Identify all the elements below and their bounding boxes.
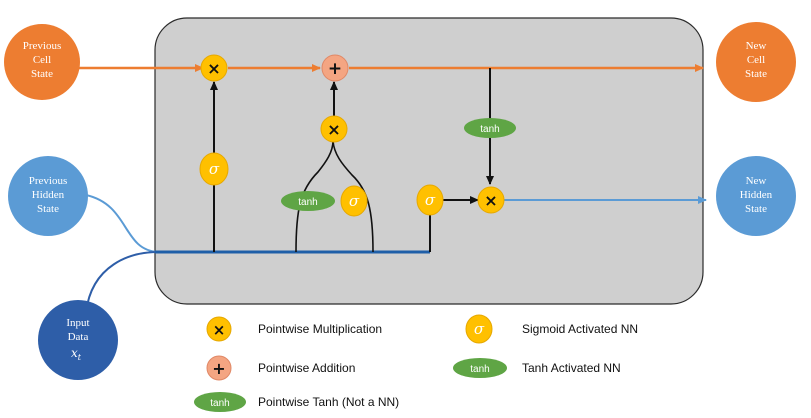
tanh-label: tanh — [210, 398, 229, 409]
new-hidden-state-label-1: New — [746, 175, 767, 187]
output-sigma-gate: σ — [416, 184, 444, 216]
new-hidden-state-node: New Hidden State — [716, 156, 796, 236]
new-hidden-state-label-3: State — [745, 203, 767, 215]
input-tanh-gate: tanh — [281, 191, 335, 211]
sigma-symbol: σ — [425, 191, 436, 209]
forget-sigma-gate: σ — [199, 152, 229, 186]
new-cell-state-label-3: State — [745, 68, 767, 80]
cell-add-op: + — [321, 54, 349, 82]
new-cell-state-node: New Cell State — [716, 22, 796, 102]
input-data-symbol: xt — [71, 346, 82, 362]
tanh-label: tanh — [480, 124, 499, 135]
legend-sigmoid: σ Sigmoid Activated NN — [465, 314, 638, 344]
legend-addition-label: Pointwise Addition — [258, 361, 355, 375]
input-multiply-op: × — [320, 115, 348, 143]
input-data-line — [85, 251, 159, 313]
previous-hidden-state-label-1: Previous — [29, 175, 68, 187]
forget-multiply-op: × — [200, 54, 228, 82]
multiply-symbol: × — [207, 59, 220, 78]
legend-addition: + Pointwise Addition — [206, 355, 355, 381]
output-multiply-op: × — [477, 186, 505, 214]
legend: × Pointwise Multiplication + Pointwise A… — [194, 314, 638, 412]
legend-multiplication: × Pointwise Multiplication — [206, 316, 382, 342]
multiply-symbol: × — [327, 120, 340, 139]
legend-tanh-nn-label: Tanh Activated NN — [522, 361, 621, 375]
sigma-branch-line — [332, 140, 374, 253]
new-hidden-state-label-2: Hidden — [740, 189, 773, 201]
hidden-state-in-line — [85, 194, 159, 253]
multiply-symbol: × — [213, 321, 226, 339]
legend-multiplication-label: Pointwise Multiplication — [258, 322, 382, 336]
sigma-symbol: σ — [349, 192, 360, 210]
input-data-label-2: Data — [68, 331, 89, 343]
add-symbol: + — [212, 359, 225, 378]
legend-sigmoid-label: Sigmoid Activated NN — [522, 322, 638, 336]
sigma-symbol: σ — [474, 320, 485, 338]
previous-cell-state-label-1: Previous — [23, 40, 62, 52]
sigma-symbol: σ — [209, 160, 220, 178]
legend-pointwise-tanh: tanh Pointwise Tanh (Not a NN) — [194, 392, 399, 412]
add-symbol: + — [328, 59, 342, 79]
previous-cell-state-label-2: Cell — [33, 54, 51, 66]
legend-tanh-nn: tanh Tanh Activated NN — [453, 358, 621, 378]
previous-cell-state-node: Previous Cell State — [4, 24, 80, 100]
tanh-branch-line — [295, 140, 334, 253]
legend-pointwise-tanh-label: Pointwise Tanh (Not a NN) — [258, 395, 399, 409]
previous-hidden-state-node: Previous Hidden State — [8, 156, 88, 236]
cell-tanh-op: tanh — [464, 118, 516, 138]
input-sigma-gate: σ — [340, 185, 368, 217]
lstm-cell-panel — [154, 17, 704, 305]
new-cell-state-label-2: Cell — [747, 54, 765, 66]
previous-hidden-state-label-3: State — [37, 203, 59, 215]
input-data-node: Input Data xt — [38, 300, 118, 380]
new-cell-state-label-1: New — [746, 40, 767, 52]
previous-hidden-state-label-2: Hidden — [32, 189, 65, 201]
tanh-label: tanh — [470, 364, 489, 375]
multiply-symbol: × — [484, 191, 497, 210]
previous-cell-state-label-3: State — [31, 68, 53, 80]
tanh-label: tanh — [298, 197, 317, 208]
input-data-label-1: Input — [66, 317, 89, 329]
